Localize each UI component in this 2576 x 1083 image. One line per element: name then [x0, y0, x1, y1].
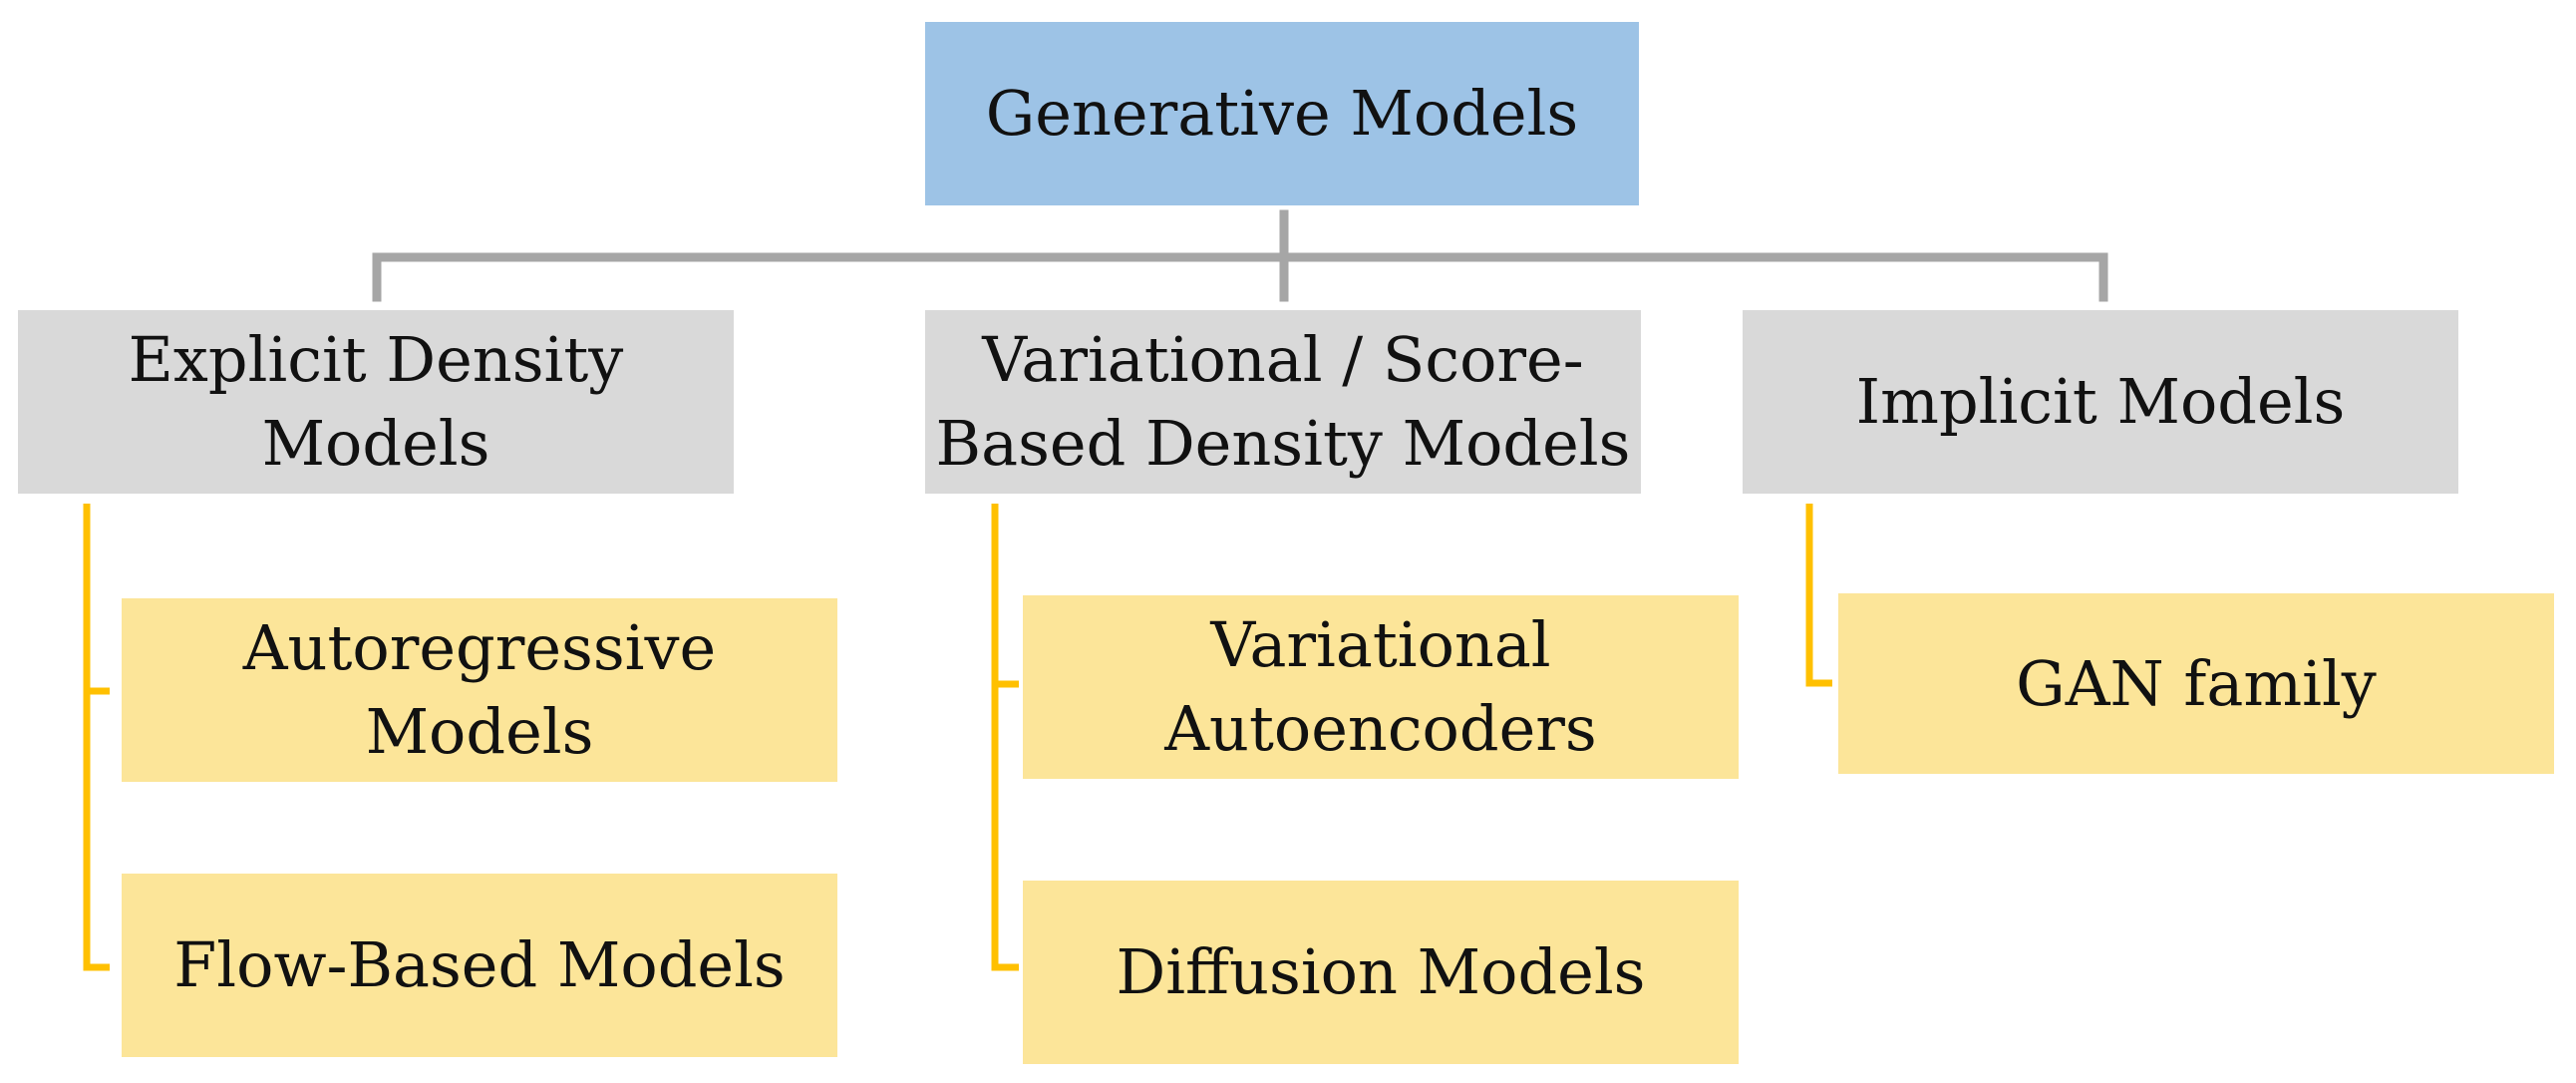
leaf-label: Diffusion Models: [1116, 935, 1646, 1009]
leaf-label: Autoregressive Models: [242, 611, 717, 768]
root-node: Generative Models: [925, 22, 1639, 205]
root-node-label: Generative Models: [985, 77, 1579, 151]
leaf-connector-implicit: [1805, 504, 1832, 687]
leaf-connector-variational: [991, 504, 1019, 971]
leaf-diffusion-models: Diffusion Models: [1023, 881, 1739, 1064]
leaf-label: Variational Autoencoders: [1164, 608, 1597, 765]
category-explicit-density: Explicit Density Models: [18, 310, 734, 494]
leaf-label: GAN family: [2016, 646, 2377, 720]
leaf-label: Flow-Based Models: [173, 928, 786, 1002]
leaf-variational-autoencoders: Variational Autoencoders: [1023, 595, 1739, 779]
leaf-autoregressive-models: Autoregressive Models: [122, 598, 837, 782]
category-label: Variational / Score-Based Density Models: [935, 323, 1631, 480]
category-variational-score-based: Variational / Score-Based Density Models: [925, 310, 1641, 494]
leaf-connector-explicit: [83, 504, 110, 971]
leaf-flow-based-models: Flow-Based Models: [122, 874, 837, 1057]
category-implicit: Implicit Models: [1743, 310, 2458, 494]
category-label: Explicit Density Models: [128, 323, 624, 480]
category-label: Implicit Models: [1855, 365, 2346, 439]
leaf-gan-family: GAN family: [1838, 593, 2554, 774]
